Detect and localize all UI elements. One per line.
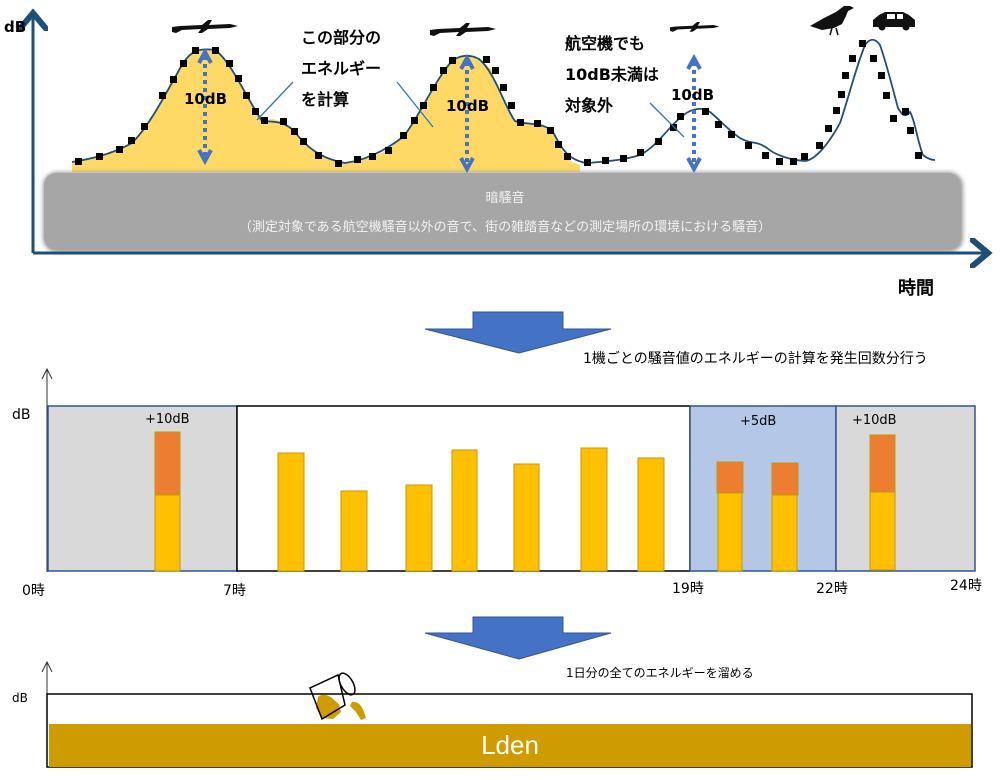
band-night-early [47,405,238,572]
top-noise-chart [33,6,985,253]
annotation-line: 10dB未満は [565,65,659,84]
car-icon [873,12,915,31]
annotation-line: この部分の [301,28,382,47]
x-tick-0: 0時 [22,583,45,599]
bar-measured [154,494,181,572]
x-tick-19: 19時 [672,581,704,597]
annotation-excluded: 航空機でも 10dB未満は 対象外 [565,28,659,121]
bar-measured [717,492,743,572]
x-tick-24: 24時 [950,578,982,594]
peak-label-3: 10dB [671,86,715,104]
top-y-axis-label: dB [4,18,27,36]
airplane-icon [172,20,238,33]
penalty-label-night-early: +10dB [145,412,190,427]
band-night-late [835,405,976,572]
down-arrow-step1 [424,311,612,354]
bar-measured [869,491,896,571]
crow-icon [810,6,854,36]
pouring-cup-icon [309,672,366,721]
down-arrow-step2 [424,616,612,660]
bar-penalty [716,461,744,494]
callout-line-1 [256,81,294,121]
10db-arrow-2 [459,53,475,174]
10db-arrow-1 [197,47,213,166]
top-x-axis-label: 時間 [898,278,934,299]
middle-weighted-chart [41,367,976,572]
annotation-line: エネルギー [301,59,382,78]
airplane-icon [670,22,720,32]
bar-penalty [154,431,181,496]
step2-caption: 1日分の全てのエネルギーを溜める [566,666,754,680]
bar-measured [277,452,305,572]
bar-measured [340,490,368,572]
annotation-line: を計算 [301,90,350,109]
background-noise-description: （測定対象である航空機騒音以外の音で、街の雑踏音などの測定場所の環境における騒音… [238,220,772,235]
bar-penalty [771,462,799,496]
data-point-markers [75,40,922,167]
annotation-line: 対象外 [565,96,614,115]
middle-y-axis-label: dB [12,407,31,423]
bars [154,431,896,572]
background-noise-box [44,173,960,249]
lden-bar: Lden [49,724,971,767]
step1-caption: 1機ごとの騒音値のエネルギーの計算を発生回数分行う [583,351,928,367]
bar-measured [771,494,798,572]
bar-measured [451,449,478,572]
10db-arrow-3 [686,53,702,174]
x-tick-7: 7時 [223,583,246,599]
bar-penalty [869,434,896,493]
penalty-label-night-late: +10dB [852,413,897,428]
callout-line-2 [396,81,434,128]
callout-line-3 [649,102,685,138]
x-tick-22: 22時 [816,581,848,597]
energy-region-1 [72,49,345,172]
bar-measured [513,463,540,572]
airplane-icon [430,23,496,36]
annotation-line: 航空機でも [565,34,646,53]
bar-measured [637,457,665,572]
annotation-energy-calc: この部分の エネルギー を計算 [301,22,381,115]
peak-label-2: 10dB [446,97,490,115]
bar-measured [405,484,433,572]
peak-label-1: 10dB [184,90,228,108]
penalty-label-evening: +5dB [740,414,777,429]
background-noise-title: 暗騒音 [485,191,525,206]
band-evening [689,405,837,572]
energy-region-2 [345,56,580,172]
bar-measured [580,447,608,572]
bottom-y-axis-label: dB [12,691,28,705]
